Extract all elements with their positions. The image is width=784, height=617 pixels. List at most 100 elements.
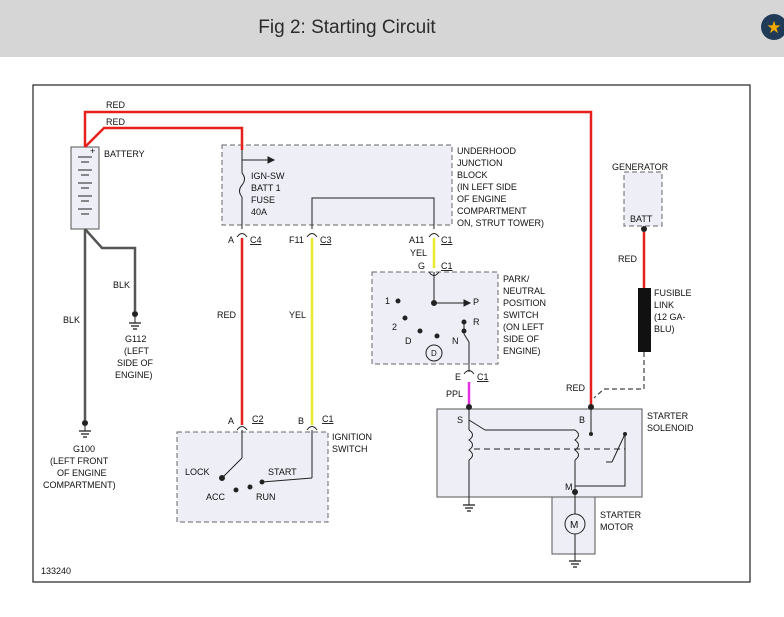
page-title: Fig 2: Starting Circuit bbox=[258, 17, 436, 38]
wire-label-yel-pnp: YEL bbox=[410, 248, 427, 258]
svg-text:G112: G112 bbox=[125, 334, 146, 344]
motor-symbol-label: M bbox=[570, 520, 578, 531]
ignition-positions: LOCK START ACC RUN bbox=[185, 467, 297, 502]
conn-c4: C4 bbox=[250, 235, 262, 245]
solenoid-ground-symbol bbox=[463, 500, 475, 512]
battery-label: BATTERY bbox=[104, 149, 145, 159]
starter-solenoid-box bbox=[436, 408, 643, 498]
header-bar: Fig 2: Starting Circuit ★ bbox=[0, 0, 784, 57]
svg-text:LOCK: LOCK bbox=[185, 467, 210, 477]
svg-text:COMPARTMENT): COMPARTMENT) bbox=[43, 480, 116, 490]
svg-text:OF ENGINE: OF ENGINE bbox=[457, 194, 507, 204]
wire-label-blk-g112: BLK bbox=[113, 280, 130, 290]
motor-symbol bbox=[564, 513, 586, 568]
conn-c1-ignition: C1 bbox=[322, 414, 334, 424]
ground-g112-symbol bbox=[129, 311, 141, 330]
conn-c1-solenoid: C1 bbox=[477, 372, 489, 382]
fusible-link-labels: FUSIBLE LINK (12 GA- BLU) bbox=[654, 288, 692, 334]
conn-c1-junction: C1 bbox=[441, 235, 453, 245]
favorite-button[interactable]: ★ bbox=[761, 14, 784, 40]
svg-text:1: 1 bbox=[385, 296, 390, 306]
svg-text:G100: G100 bbox=[73, 444, 95, 454]
pin-a11-c1: A11 bbox=[409, 235, 424, 245]
solenoid-dots bbox=[466, 404, 627, 495]
fuse-labels: IGN-SW BATT 1 FUSE 40A bbox=[251, 171, 285, 217]
generator-box bbox=[623, 171, 663, 227]
svg-text:LINK: LINK bbox=[654, 300, 674, 310]
svg-text:SWITCH: SWITCH bbox=[503, 310, 539, 320]
svg-text:SOLENOID: SOLENOID bbox=[647, 423, 694, 433]
solenoid-labels: STARTER SOLENOID bbox=[647, 411, 694, 433]
svg-text:D: D bbox=[431, 349, 437, 358]
svg-text:BATT 1: BATT 1 bbox=[251, 183, 281, 193]
pin-b-c1: B bbox=[298, 416, 304, 426]
svg-text:R: R bbox=[473, 317, 480, 327]
svg-text:RUN: RUN bbox=[256, 492, 276, 502]
svg-text:N: N bbox=[452, 336, 459, 346]
wire-label-red-second: RED bbox=[106, 117, 126, 127]
svg-text:D: D bbox=[405, 336, 412, 346]
svg-text:(LEFT FRONT: (LEFT FRONT bbox=[50, 456, 109, 466]
ignition-labels: IGNITION SWITCH bbox=[332, 432, 372, 454]
svg-text:40A: 40A bbox=[251, 207, 267, 217]
svg-text:FUSIBLE: FUSIBLE bbox=[654, 288, 692, 298]
svg-text:ON, STRUT TOWER): ON, STRUT TOWER) bbox=[457, 218, 544, 228]
motor-labels: STARTER MOTOR bbox=[600, 510, 642, 532]
svg-text:IGNITION: IGNITION bbox=[332, 432, 372, 442]
generator-label: GENERATOR bbox=[612, 162, 669, 172]
generator-terminal bbox=[641, 226, 647, 232]
solenoid-terminal-s: S bbox=[457, 415, 463, 425]
svg-text:PARK/: PARK/ bbox=[503, 274, 530, 284]
svg-text:SIDE OF: SIDE OF bbox=[117, 358, 154, 368]
wire-label-yel-ignition: YEL bbox=[289, 310, 306, 320]
conn-c3: C3 bbox=[320, 235, 332, 245]
wire-blk-g112 bbox=[84, 228, 137, 311]
svg-text:BLOCK: BLOCK bbox=[457, 170, 488, 180]
svg-text:NEUTRAL: NEUTRAL bbox=[503, 286, 545, 296]
battery bbox=[70, 146, 100, 230]
solenoid-terminal-m: M bbox=[565, 482, 573, 492]
svg-text:ENGINE): ENGINE) bbox=[115, 370, 153, 380]
svg-text:2: 2 bbox=[392, 322, 397, 332]
ground-g100-symbol bbox=[79, 420, 91, 438]
svg-text:ENGINE): ENGINE) bbox=[503, 346, 541, 356]
svg-text:JUNCTION: JUNCTION bbox=[457, 158, 503, 168]
fusible-link bbox=[638, 288, 651, 352]
wire-label-red-generator: RED bbox=[618, 254, 638, 264]
svg-text:IGN-SW: IGN-SW bbox=[251, 171, 285, 181]
pnp-contacts bbox=[395, 272, 472, 372]
solenoid-terminal-b: B bbox=[579, 415, 585, 425]
svg-text:STARTER: STARTER bbox=[647, 411, 689, 421]
ground-g100-labels: G100 (LEFT FRONT OF ENGINE COMPARTMENT) bbox=[43, 444, 116, 490]
pnp-labels: PARK/ NEUTRAL POSITION SWITCH (ON LEFT S… bbox=[503, 274, 546, 356]
svg-text:POSITION: POSITION bbox=[503, 298, 546, 308]
svg-text:STARTER: STARTER bbox=[600, 510, 642, 520]
pin-f11-c3: F11 bbox=[289, 235, 304, 245]
pin-g-c1: G bbox=[418, 261, 425, 271]
svg-text:FUSE: FUSE bbox=[251, 195, 275, 205]
svg-text:(12 GA-: (12 GA- bbox=[654, 312, 686, 322]
pin-a-c4: A bbox=[228, 235, 234, 245]
figure-id: 133240 bbox=[41, 566, 71, 576]
star-icon: ★ bbox=[766, 17, 782, 37]
svg-text:BLU): BLU) bbox=[654, 324, 675, 334]
conn-c1-pnp: C1 bbox=[441, 261, 453, 271]
wire-label-red-ignition: RED bbox=[217, 310, 237, 320]
svg-text:(ON LEFT: (ON LEFT bbox=[503, 322, 545, 332]
wire-label-blk-g100: BLK bbox=[63, 315, 80, 325]
junction-fuse bbox=[239, 150, 435, 229]
solenoid-coils bbox=[468, 407, 626, 514]
svg-text:START: START bbox=[268, 467, 297, 477]
svg-text:(LEFT: (LEFT bbox=[124, 346, 150, 356]
svg-text:P: P bbox=[473, 297, 479, 307]
generator-terminal-label: BATT bbox=[630, 214, 653, 224]
wire-label-ppl: PPL bbox=[446, 389, 463, 399]
svg-text:OF ENGINE: OF ENGINE bbox=[57, 468, 107, 478]
wire-red-main bbox=[83, 110, 593, 407]
pnp-positions: 1 2 D N P R D bbox=[385, 296, 480, 358]
ignition-switch-box bbox=[176, 431, 329, 523]
pin-a-c2: A bbox=[228, 416, 234, 426]
svg-text:(IN LEFT SIDE: (IN LEFT SIDE bbox=[457, 182, 517, 192]
svg-text:UNDERHOOD: UNDERHOOD bbox=[457, 146, 517, 156]
